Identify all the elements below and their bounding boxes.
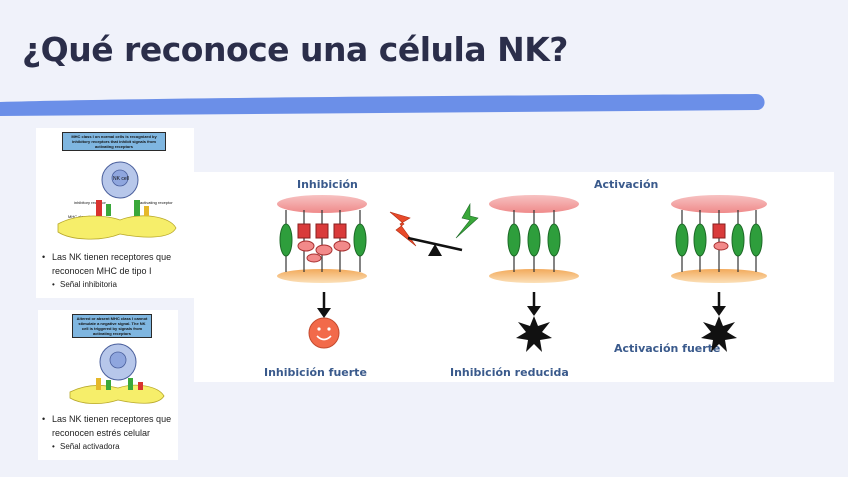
- target-membrane: [277, 269, 367, 283]
- strong-activation-group: [671, 195, 767, 352]
- scale-fulcrum: [428, 244, 442, 256]
- strong-inhibition-group: [277, 195, 367, 349]
- reduced-inhibition-group: [489, 195, 579, 352]
- nk-membrane-top: [489, 195, 579, 213]
- nk-membrane-top: [671, 195, 767, 213]
- activating-receptor: [749, 223, 763, 257]
- inhibitory-receptor: [712, 223, 726, 239]
- nk-membrane-top: [277, 195, 367, 213]
- receptor-balance-illustration: [277, 195, 767, 352]
- activating-receptor-panel: Altered or absent MHC class I cannot sti…: [38, 310, 178, 460]
- mhc-molecule: [297, 240, 315, 252]
- nk-cell-label: NK cell: [113, 176, 129, 182]
- inhibitory-receptor-label: inhibitory receptor: [74, 200, 106, 205]
- balance-scale: [389, 202, 479, 256]
- bullet-activating-receptors: Las NK tienen receptores que reconocen e…: [42, 412, 176, 440]
- activating-receptor: [731, 223, 745, 257]
- mhc-molecule: [333, 240, 351, 252]
- activating-receptor: [353, 223, 367, 257]
- reduced-inhibition-label: Inhibición reducida: [450, 366, 569, 379]
- activating-receptor: [527, 223, 541, 257]
- down-arrow-icon: [712, 306, 726, 316]
- activating-bullets: Las NK tienen receptores que reconocen e…: [42, 412, 176, 454]
- activating-receptor: [547, 223, 561, 257]
- activating-receptor: [279, 223, 293, 257]
- inhibitory-receptor: [297, 223, 311, 239]
- smiley-icon: [308, 317, 340, 349]
- strong-inhibition-label: Inhibición fuerte: [264, 366, 367, 379]
- figure-caption: Altered or absent MHC class I cannot sti…: [72, 314, 152, 338]
- strong-activation-label: Activación fuerte: [614, 342, 721, 355]
- nk-balance-diagram: Inhibición Activación Inhibición fuerte …: [194, 172, 834, 382]
- lightning-bolt-icon: [389, 211, 417, 247]
- inhibitory-receptor: [315, 223, 329, 239]
- inhibitory-receptor-panel: MHC class I on normal cells is recognize…: [36, 128, 194, 298]
- down-arrow-icon: [317, 308, 331, 318]
- inhibitory-bullets: Las NK tienen receptores que reconocen M…: [42, 250, 192, 292]
- target-membrane: [671, 269, 767, 283]
- bullet-activating-signal: Señal activadora: [42, 440, 176, 454]
- title-underline-stroke: [0, 94, 765, 116]
- target-membrane: [489, 269, 579, 283]
- explosion-icon: [701, 316, 737, 352]
- inhibition-heading: Inhibición: [297, 178, 358, 191]
- mhc-label: MHC class I: [68, 214, 90, 219]
- activating-receptor-label: activating receptor: [140, 200, 173, 205]
- activating-receptor: [693, 223, 707, 257]
- explosion-icon: [516, 316, 552, 352]
- nk-inhibition-figure: NK cell inhibitory receptor activating r…: [57, 161, 177, 240]
- activating-receptor: [675, 223, 689, 257]
- lightning-bolt-icon: [455, 202, 479, 239]
- figure-caption: MHC class I on normal cells is recognize…: [62, 132, 166, 151]
- activating-receptor: [507, 223, 521, 257]
- mhc-molecule: [315, 244, 333, 256]
- mhc-molecule: [713, 241, 729, 251]
- slide-title: ¿Qué reconoce una célula NK?: [22, 30, 568, 69]
- activation-heading: Activación: [594, 178, 659, 191]
- bullet-inhibitory-receptors: Las NK tienen receptores que reconocen M…: [42, 250, 192, 278]
- down-arrow-icon: [527, 306, 541, 316]
- inhibitory-receptor: [333, 223, 347, 239]
- nk-activation-figure: [69, 343, 165, 404]
- bullet-inhibitory-signal: Señal inhibitoria: [42, 278, 192, 292]
- mhc-molecule: [306, 253, 322, 263]
